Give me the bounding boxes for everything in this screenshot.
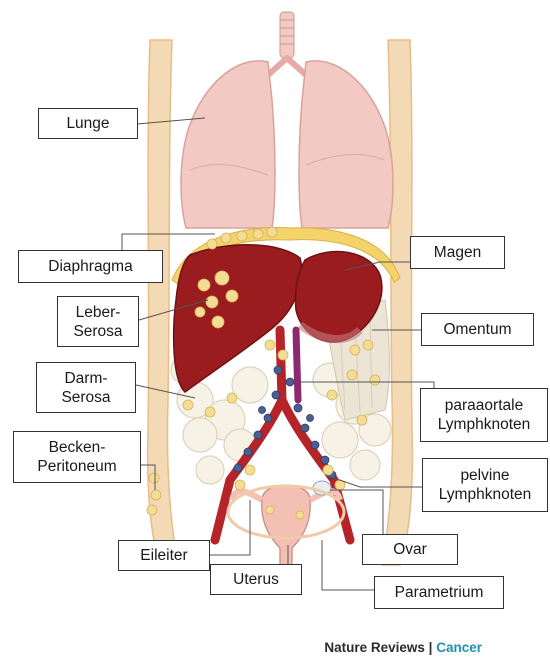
- journal-name: Cancer: [436, 640, 482, 655]
- body-wall: [382, 40, 412, 565]
- label-pelvine-line2: Lymphknoten: [439, 485, 532, 504]
- label-eileiter: Eileiter: [118, 540, 210, 571]
- label-ovar: Ovar: [362, 534, 458, 565]
- label-leber-serosa-line1: Leber-: [76, 303, 121, 322]
- label-lunge: Lunge: [38, 108, 138, 139]
- right-lung: [299, 61, 393, 228]
- label-diaphragma-text: Diaphragma: [48, 257, 132, 276]
- label-becken-peritoneum-line1: Becken-: [49, 438, 106, 457]
- label-omentum-text: Omentum: [443, 320, 511, 339]
- trachea: [268, 12, 306, 75]
- label-parametrium: Parametrium: [374, 576, 504, 609]
- label-magen-text: Magen: [434, 243, 481, 262]
- label-omentum: Omentum: [421, 313, 534, 346]
- label-magen: Magen: [410, 236, 505, 269]
- label-darm-serosa-line1: Darm-: [64, 369, 107, 388]
- body-wall: [148, 40, 178, 565]
- publisher-name: Nature Reviews: [324, 640, 425, 655]
- uterus: [262, 485, 310, 565]
- label-paraaortale-lymphknoten: paraaortale Lymphknoten: [420, 388, 548, 442]
- label-uterus: Uterus: [210, 564, 302, 595]
- publisher-credit: Nature Reviews | Cancer: [324, 640, 482, 655]
- label-paraaortale-line2: Lymphknoten: [438, 415, 531, 434]
- label-leber-serosa: Leber- Serosa: [57, 296, 139, 347]
- label-becken-peritoneum: Becken- Peritoneum: [13, 431, 141, 483]
- label-diaphragma: Diaphragma: [18, 250, 163, 283]
- label-uterus-text: Uterus: [233, 570, 279, 589]
- credit-separator: |: [429, 640, 433, 655]
- label-parametrium-text: Parametrium: [395, 583, 484, 602]
- left-lung: [181, 61, 275, 228]
- label-leber-serosa-line2: Serosa: [73, 322, 122, 341]
- label-eileiter-text: Eileiter: [140, 546, 187, 565]
- label-pelvine-line1: pelvine: [460, 466, 509, 485]
- label-becken-peritoneum-line2: Peritoneum: [37, 457, 116, 476]
- label-lunge-text: Lunge: [66, 114, 109, 133]
- label-darm-serosa: Darm- Serosa: [36, 362, 136, 413]
- label-pelvine-lymphknoten: pelvine Lymphknoten: [422, 458, 548, 512]
- label-ovar-text: Ovar: [393, 540, 427, 559]
- label-paraaortale-line1: paraaortale: [445, 396, 523, 415]
- label-darm-serosa-line2: Serosa: [61, 388, 110, 407]
